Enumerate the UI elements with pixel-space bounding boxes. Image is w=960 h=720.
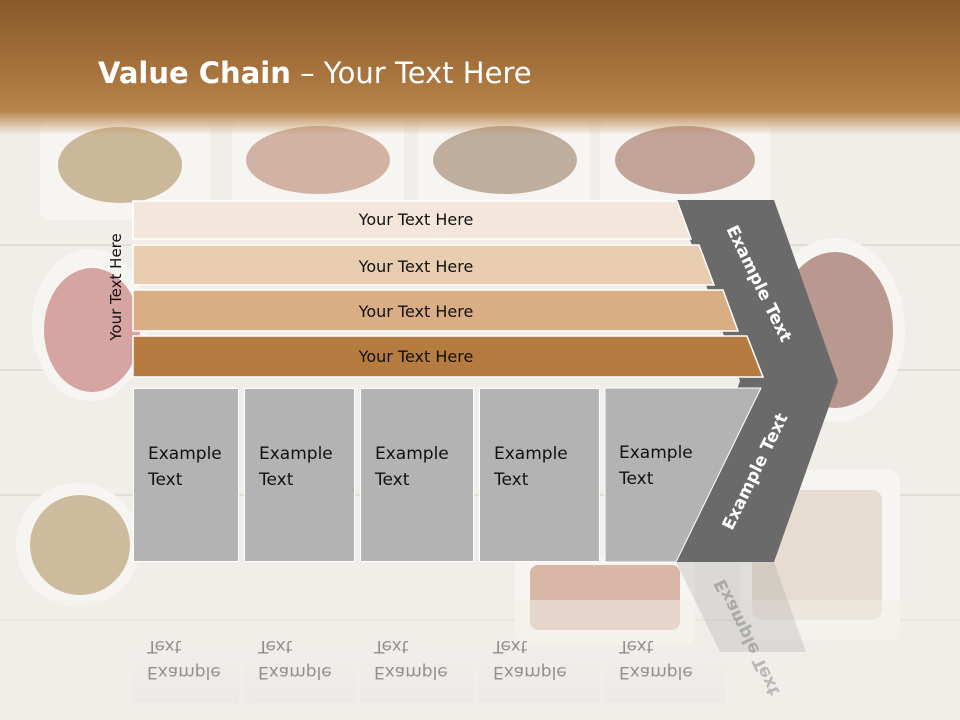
box-2-reflection: Example Text (244, 563, 355, 703)
box-3-reflection: Example Text (360, 563, 474, 703)
box-2-label: Example Text (259, 444, 333, 490)
box-2-reflection-label: Example Text (258, 636, 332, 682)
band-4-label: Your Text Here (358, 347, 474, 366)
slide-title-bold: Value Chain (98, 56, 291, 90)
band-4 (132, 335, 765, 378)
box-3: Example Text (360, 388, 474, 562)
box-5-reflection-label: Example Text (619, 636, 693, 682)
box-5 (604, 387, 762, 563)
box-5-reflection: Example Text (605, 563, 725, 703)
box-4: Example Text (479, 388, 600, 562)
box-3-reflection-label: Example Text (374, 636, 448, 682)
band-2 (132, 244, 716, 286)
band-1 (132, 200, 693, 240)
box-1-reflection-label: Example Text (147, 636, 221, 682)
band-3-label: Your Text Here (358, 302, 474, 321)
box-5-label: Example Text (619, 443, 693, 489)
band-2-label: Your Text Here (358, 257, 474, 276)
box-1-label: Example Text (148, 444, 222, 490)
chevron-arrow-reflection (676, 562, 806, 652)
box-1: Example Text (133, 388, 239, 562)
slide-title: Value Chain – Your Text Here (98, 56, 532, 90)
slide-title-rest: – Your Text Here (290, 56, 532, 90)
box-1-reflection: Example Text (133, 563, 239, 703)
box-2: Example Text (244, 388, 355, 562)
box-4-label: Example Text (494, 444, 568, 490)
box-3-label: Example Text (375, 444, 449, 490)
box-4-reflection: Example Text (479, 563, 600, 703)
band-3 (132, 289, 740, 332)
title-bar (0, 0, 960, 135)
band-1-label: Your Text Here (358, 210, 474, 229)
box-4-reflection-label: Example Text (493, 636, 567, 682)
box-5-text: Example Text (605, 388, 725, 562)
